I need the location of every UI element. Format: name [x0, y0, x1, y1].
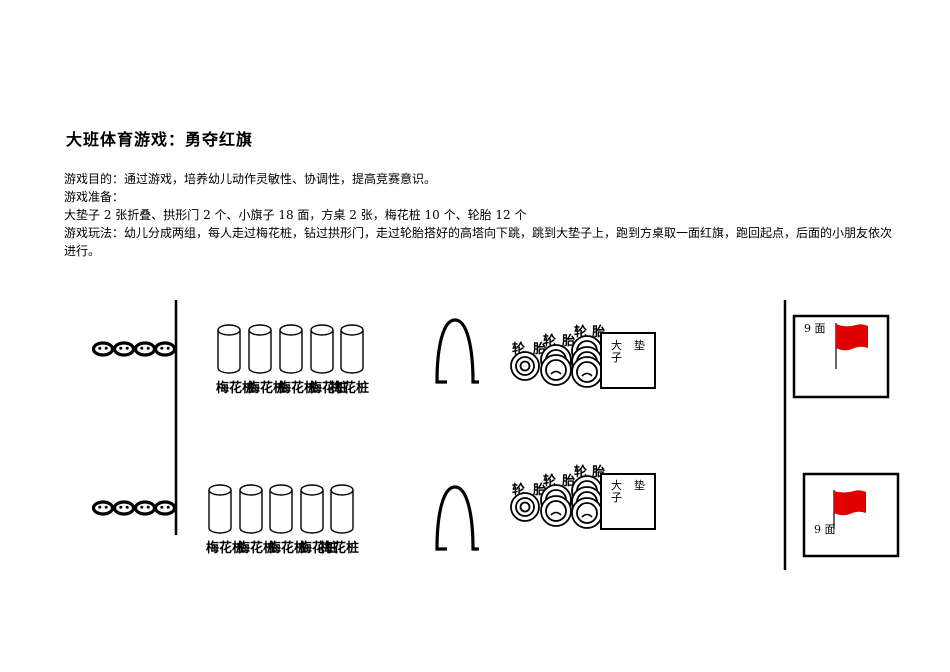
tire-label: 胎	[562, 333, 575, 349]
child-icon	[133, 500, 157, 516]
mat-label: 子	[611, 351, 622, 364]
plum-pile-label: 梅花桩	[278, 380, 317, 396]
tire-icon	[540, 495, 572, 527]
tire-icon	[510, 492, 540, 522]
plum-pile-icon	[279, 324, 303, 374]
child-icon	[153, 500, 177, 516]
plum-pile-icon	[248, 324, 272, 374]
mat-1: 大 垫 子	[600, 332, 656, 389]
child-icon	[112, 500, 136, 516]
mat-2: 大 垫 子	[600, 473, 656, 530]
plum-pile-label: 梅花桩	[247, 380, 286, 396]
tire-icon	[571, 497, 603, 529]
child-icon	[153, 341, 177, 357]
red-flag-icon	[834, 490, 866, 516]
child-icon	[91, 500, 115, 516]
tire-icon	[510, 351, 540, 381]
plum-piles-1: 梅花桩 梅花桩 梅花桩 梅花桩 梅花桩	[216, 324, 369, 396]
plum-pile-icon	[269, 484, 293, 534]
prep-heading: 游戏准备：	[64, 190, 125, 204]
plum-pile-icon	[300, 484, 324, 534]
arch-gate-icon	[435, 318, 481, 384]
plum-pile-icon	[239, 484, 263, 534]
mat-label: 子	[611, 491, 622, 504]
tire-icon	[571, 356, 603, 388]
red-flag-icon	[836, 324, 868, 351]
game-goal: 游戏目的：通过游戏，培养幼儿动作灵敏性、协调性，提高竞赛意识。	[64, 172, 437, 186]
plum-pile-icon	[310, 324, 334, 374]
plum-pile-icon	[208, 484, 232, 534]
children-group-1	[91, 341, 177, 357]
mat-label: 垫	[634, 338, 645, 352]
plum-pile-icon	[217, 324, 241, 374]
flag-count-label: 9 面	[804, 322, 826, 335]
child-icon	[91, 341, 115, 357]
plum-pile-label: 梅花桩	[206, 540, 245, 556]
flag-count-label: 9 面	[814, 523, 836, 536]
plum-pile-label: 梅花桩	[330, 380, 369, 396]
tire-tower-2: 轮 胎 轮 胎 轮 胎	[510, 464, 605, 529]
plum-pile-label: 梅花桩	[237, 540, 276, 556]
flag-table-2: 9 面	[802, 472, 900, 558]
plum-pile-label: 梅花桩	[309, 380, 348, 396]
plum-pile-icon	[340, 324, 364, 374]
tire-tower-1: 轮 胎 轮 胎 轮 胎	[510, 324, 605, 388]
plum-pile-label: 梅花桩	[216, 380, 255, 396]
prep-items: 大垫子 2 张折叠、拱形门 2 个、小旗子 18 面，方桌 2 张，梅花桩 10…	[64, 208, 527, 222]
children-group-2	[91, 500, 177, 516]
tire-icon	[540, 354, 572, 386]
flag-table-1: 9 面	[792, 314, 890, 399]
plum-piles-2: 梅花桩 梅花桩 梅花桩 梅花桩 梅花桩	[206, 484, 359, 556]
game-rules: 游戏玩法：幼儿分成两组，每人走过梅花桩，钻过拱形门，走过轮胎搭好的高塔向下跳，跳…	[64, 226, 893, 258]
mat-label: 大	[611, 338, 622, 352]
tire-label: 胎	[562, 473, 575, 489]
plum-pile-icon	[330, 484, 354, 534]
mat-label: 大	[611, 478, 622, 492]
mat-label: 垫	[634, 478, 645, 492]
plum-pile-label: 梅花桩	[299, 540, 338, 556]
arch-gate-icon	[435, 485, 481, 551]
child-icon	[133, 341, 157, 357]
plum-pile-label: 梅花桩	[268, 540, 307, 556]
page-title: 大班体育游戏：勇夺红旗	[66, 130, 254, 149]
child-icon	[112, 341, 136, 357]
plum-pile-label: 梅花桩	[320, 540, 359, 556]
